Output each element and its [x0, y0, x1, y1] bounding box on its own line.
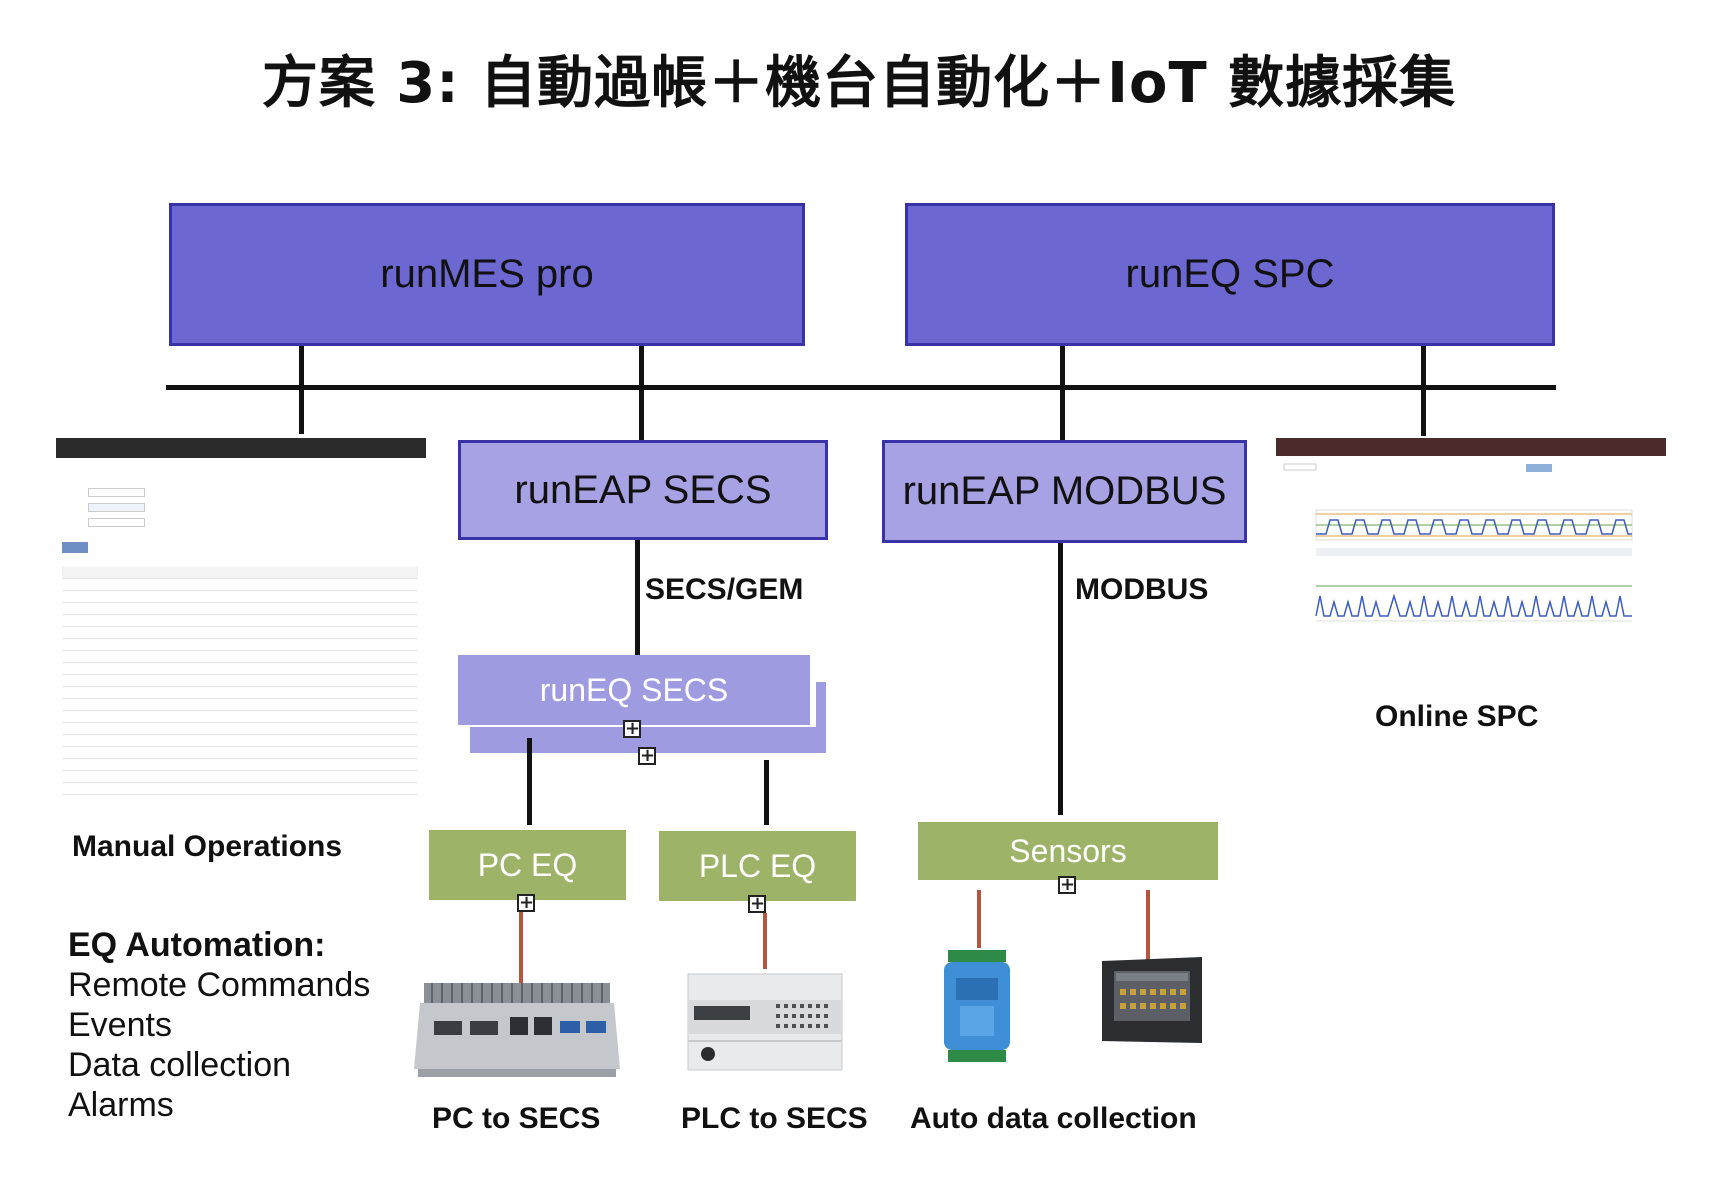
mes-confirm-button — [62, 542, 88, 553]
online-spc-label: Online SPC — [1375, 700, 1539, 733]
pc-to-secs-label: PC to SECS — [432, 1102, 601, 1135]
device-line-plc — [763, 913, 767, 969]
pc-eq-box: PC EQ — [429, 830, 626, 900]
runeq-secs-box: runEQ SECS — [458, 655, 810, 725]
eq-automation-list: EQ Automation: Remote Commands Events Da… — [68, 925, 370, 1125]
adam-module-image — [944, 950, 1010, 1062]
eq-automation-item: Alarms — [68, 1086, 174, 1124]
connector-eap-modbus-sensors — [1058, 543, 1063, 815]
page-title: 方案 3: 自動過帳＋機台自動化＋IoT 數據採集 — [261, 51, 1457, 116]
plc-to-secs-label: PLC to SECS — [681, 1102, 868, 1135]
expand-plus-icon[interactable]: + — [638, 745, 656, 766]
eq-automation-item: Events — [68, 1006, 172, 1044]
expand-plus-icon[interactable]: + — [517, 892, 535, 913]
mes-field — [88, 518, 145, 527]
runmes-pro-box: runMES pro — [169, 203, 805, 346]
connector-mes-eap-secs — [639, 346, 644, 440]
connector-runeq-pc-eq — [527, 738, 532, 825]
spc-toolbar — [1276, 438, 1666, 456]
mes-table — [62, 567, 418, 795]
mes-screenshot — [56, 438, 426, 795]
eq-automation-heading: EQ Automation: — [68, 926, 326, 964]
auto-data-collection-label: Auto data collection — [910, 1102, 1197, 1135]
spc-charts — [1283, 463, 1633, 622]
modbus-label: MODBUS — [1075, 573, 1209, 606]
sensors-box: Sensors — [918, 822, 1218, 880]
device-line-pc — [519, 912, 523, 994]
hmi-panel-image — [1102, 957, 1202, 1043]
manual-operations-label: Manual Operations — [72, 830, 343, 863]
runeap-secs-box: runEAP SECS — [458, 440, 828, 540]
secs-gem-label: SECS/GEM — [645, 573, 804, 606]
mes-field — [88, 503, 145, 512]
connector-eap-secs-runeq — [635, 540, 640, 655]
connector-spc-eap-modbus — [1060, 346, 1065, 440]
spc-chart-screenshot — [1276, 438, 1666, 656]
runeap-modbus-box: runEAP MODBUS — [882, 440, 1247, 543]
industrial-pc-image — [414, 983, 620, 1077]
plc-image — [687, 973, 843, 1071]
device-line-hmi — [1146, 890, 1150, 970]
connector-runeq-plc-eq — [764, 760, 769, 825]
network-bus-line — [166, 385, 1556, 390]
plc-eq-box: PLC EQ — [659, 831, 856, 901]
connector-mes-manual — [299, 346, 304, 434]
connector-spc-online — [1421, 346, 1426, 436]
eq-automation-item: Remote Commands — [68, 966, 371, 1004]
eq-automation-item: Data collection — [68, 1046, 292, 1084]
expand-plus-icon[interactable]: + — [623, 718, 641, 739]
device-line-adam — [977, 890, 981, 948]
mes-toolbar — [56, 438, 426, 458]
runeq-spc-box: runEQ SPC — [905, 203, 1555, 346]
mes-field — [88, 488, 145, 497]
expand-plus-icon[interactable]: + — [748, 893, 766, 914]
expand-plus-icon[interactable]: + — [1058, 874, 1076, 895]
